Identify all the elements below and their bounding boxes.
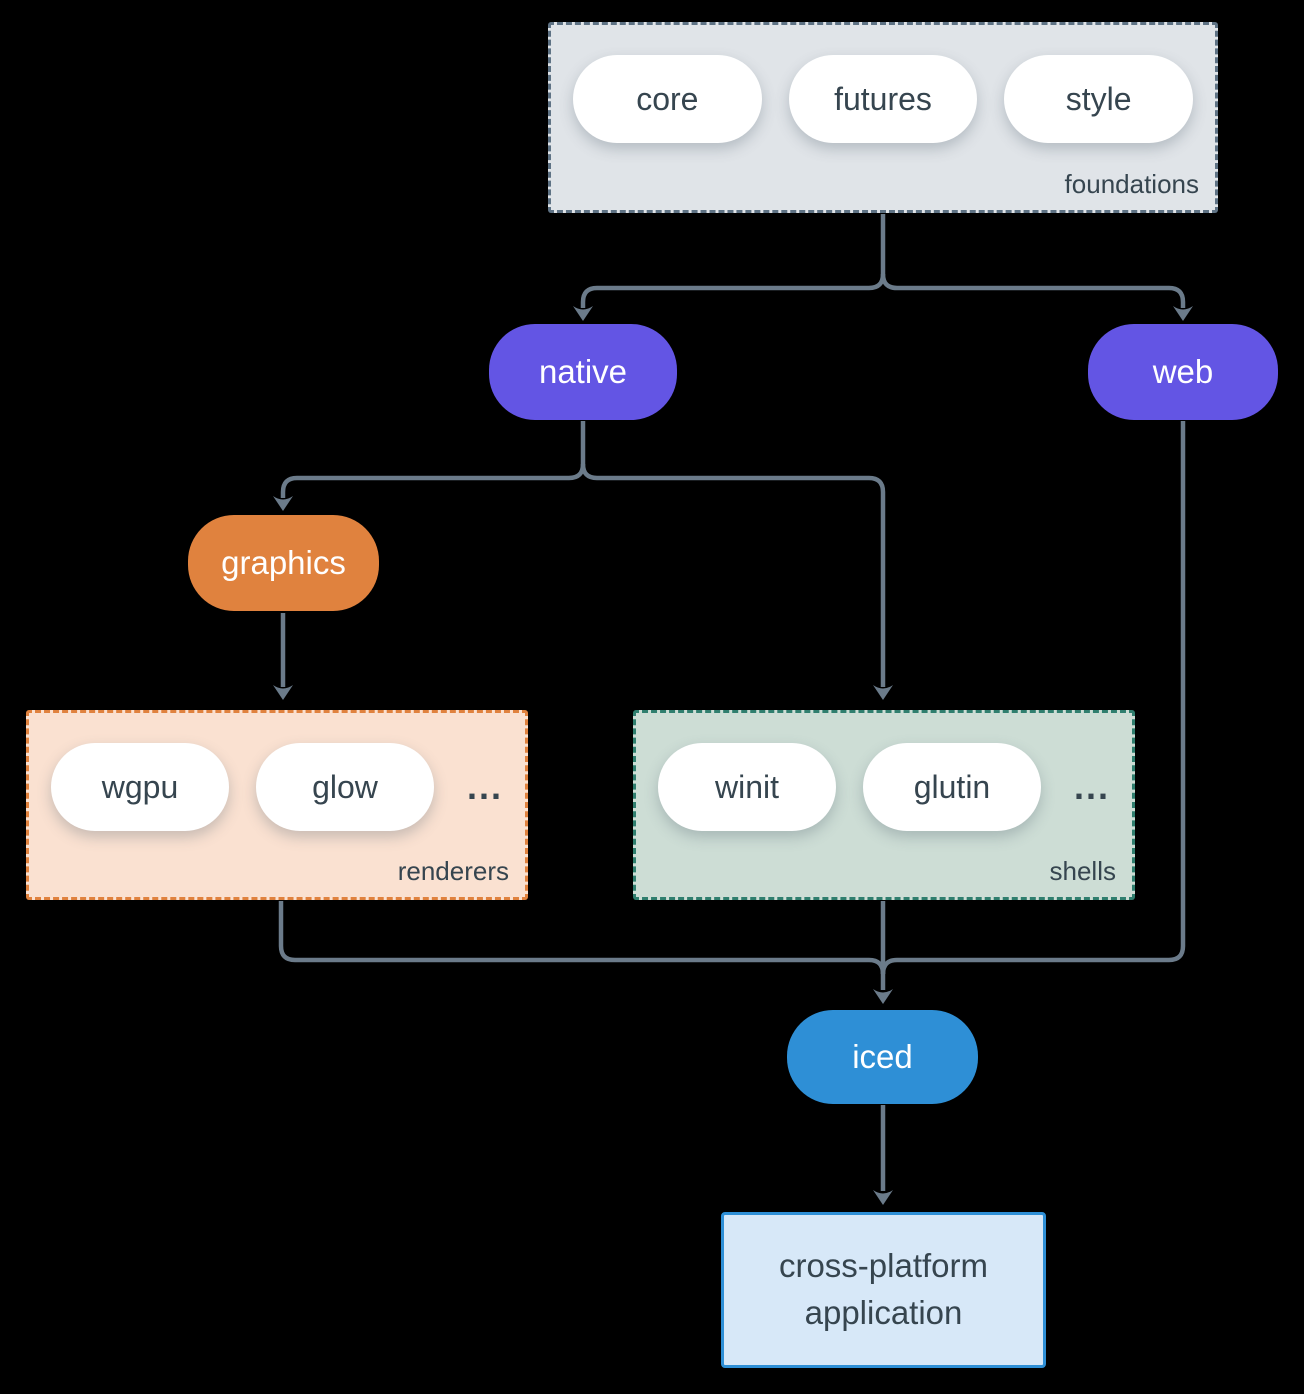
line-native-to-shells xyxy=(580,463,886,687)
shells-ellipsis: ... xyxy=(1073,766,1110,807)
shells-group: winit glutin ... shells xyxy=(633,710,1135,900)
node-native: native xyxy=(489,324,677,420)
renderers-label: renderers xyxy=(397,856,509,886)
line-renderers-to-merge xyxy=(278,901,886,975)
node-wgpu: wgpu xyxy=(51,743,229,831)
node-core: core xyxy=(573,55,762,143)
foundations-pill-row: core futures style xyxy=(573,55,1194,143)
node-web: web xyxy=(1088,324,1278,420)
node-futures: futures xyxy=(788,55,978,143)
node-winit: winit xyxy=(658,743,836,831)
renderers-pill-row: wgpu glow ... xyxy=(51,743,503,831)
arrowhead-iced xyxy=(873,989,893,1004)
shells-label: shells xyxy=(1049,856,1116,886)
arrowhead-native xyxy=(573,306,593,321)
shells-pill-row: winit glutin ... xyxy=(658,743,1110,831)
node-graphics: graphics xyxy=(188,515,379,611)
arrowhead-renderers xyxy=(273,685,293,700)
renderers-ellipsis: ... xyxy=(466,766,503,807)
arrowhead-shells xyxy=(873,685,893,700)
arrowhead-application xyxy=(873,1190,893,1205)
arrowhead-graphics xyxy=(273,496,293,511)
node-iced: iced xyxy=(787,1010,978,1104)
arrowhead-web xyxy=(1173,306,1193,321)
line-foundations-to-native xyxy=(580,214,886,308)
node-cross-platform-application: cross-platform application xyxy=(721,1212,1046,1368)
foundations-label: foundations xyxy=(1064,169,1199,199)
node-glutin: glutin xyxy=(862,743,1041,831)
line-native-to-graphics xyxy=(280,421,586,498)
line-foundations-to-web xyxy=(880,273,1186,308)
renderers-group: wgpu glow ... renderers xyxy=(26,710,528,900)
foundations-group: core futures style foundations xyxy=(548,22,1218,213)
node-style: style xyxy=(1004,55,1194,143)
node-glow: glow xyxy=(255,743,434,831)
